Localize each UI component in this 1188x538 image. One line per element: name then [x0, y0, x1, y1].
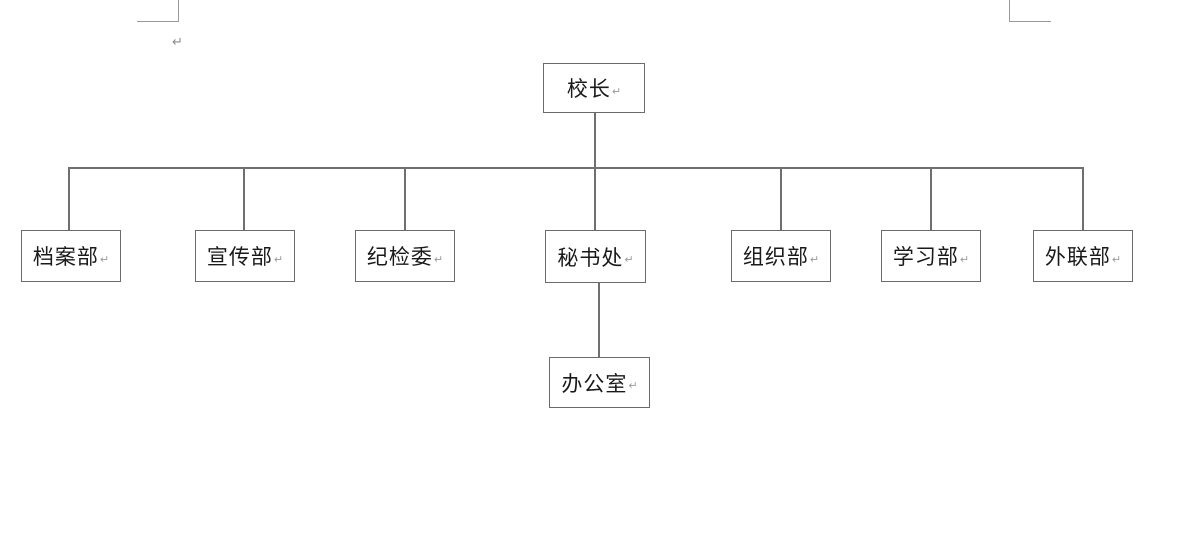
org-node-label: 校长 [566, 77, 611, 101]
connector-drop-organization [780, 167, 782, 230]
connector-drop-liaison [1082, 167, 1084, 230]
org-node-label: 秘书处 [557, 245, 624, 270]
paragraph-mark-icon: ↵ [809, 252, 820, 266]
org-node-label: 档案部 [32, 245, 99, 269]
org-node-office[interactable]: 办公室↵ [549, 357, 650, 408]
paragraph-mark-icon: ↵ [273, 252, 284, 266]
org-node-label: 纪检委 [366, 245, 433, 269]
org-node-secretariat[interactable]: 秘书处↵ [545, 230, 646, 283]
paragraph-mark-icon: ↵ [1111, 252, 1122, 266]
paragraph-mark-icon: ↵ [628, 379, 638, 392]
org-node-publicity[interactable]: 宣传部↵ [195, 230, 295, 282]
connector-drop-publicity [243, 167, 245, 230]
paragraph-mark-icon: ↵ [99, 252, 110, 266]
org-node-principal[interactable]: 校长↵ [543, 63, 645, 113]
paragraph-mark-icon: ↵ [433, 252, 444, 266]
org-node-label: 外联部 [1044, 245, 1111, 269]
connector-drop-secretariat [594, 167, 596, 230]
org-node-label: 宣传部 [206, 245, 273, 269]
org-node-label: 办公室 [561, 371, 628, 396]
paragraph-mark-icon: ↵ [959, 252, 970, 266]
top-right-margin-corner-mark [1009, 0, 1051, 22]
org-node-archives[interactable]: 档案部↵ [21, 230, 121, 282]
org-node-liaison[interactable]: 外联部↵ [1033, 230, 1133, 282]
org-node-label: 组织部 [742, 245, 809, 269]
connector-root-stem [594, 113, 596, 168]
paragraph-mark-icon: ↵ [611, 84, 622, 98]
org-node-discipline[interactable]: 纪检委↵ [355, 230, 455, 282]
connector-drop-study [930, 167, 932, 230]
paragraph-mark-icon: ↵ [172, 35, 183, 50]
org-node-label: 学习部 [892, 245, 959, 269]
org-node-organization[interactable]: 组织部↵ [731, 230, 831, 282]
connector-drop-archives [68, 167, 70, 230]
paragraph-mark-icon: ↵ [624, 253, 634, 266]
top-left-margin-corner-mark [137, 0, 179, 22]
connector-secretariat-to-office [598, 283, 600, 357]
org-node-study[interactable]: 学习部↵ [881, 230, 981, 282]
connector-drop-discipline [404, 167, 406, 230]
connector-bus-line [68, 167, 1084, 169]
